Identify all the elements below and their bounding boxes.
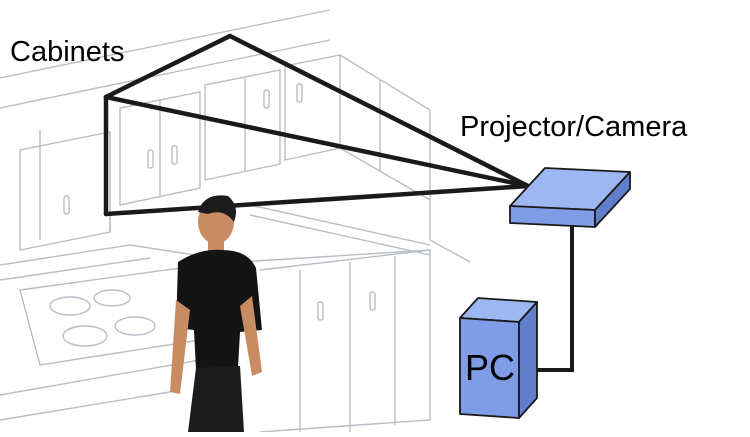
label-projector-camera: Projector/Camera	[460, 111, 688, 143]
projection-ray-1	[227, 33, 531, 189]
person-right-arm	[240, 296, 262, 376]
person-figure	[170, 195, 262, 432]
person-hair	[198, 195, 236, 222]
kitchen-sketch	[0, 9, 471, 433]
pc-tower-icon	[459, 297, 538, 419]
person-pants	[188, 366, 244, 432]
projection-ray-2	[103, 94, 531, 189]
person-shirt	[176, 249, 262, 370]
projection-lines	[103, 33, 531, 217]
projection-ray-3	[103, 183, 531, 217]
projection-edge-top	[103, 33, 233, 100]
label-pc: PC	[465, 347, 516, 388]
projector-pc-cable	[537, 222, 574, 372]
person-left-arm	[170, 300, 190, 394]
label-cabinets: Cabinets	[10, 36, 125, 68]
projector-camera-icon	[509, 167, 631, 228]
